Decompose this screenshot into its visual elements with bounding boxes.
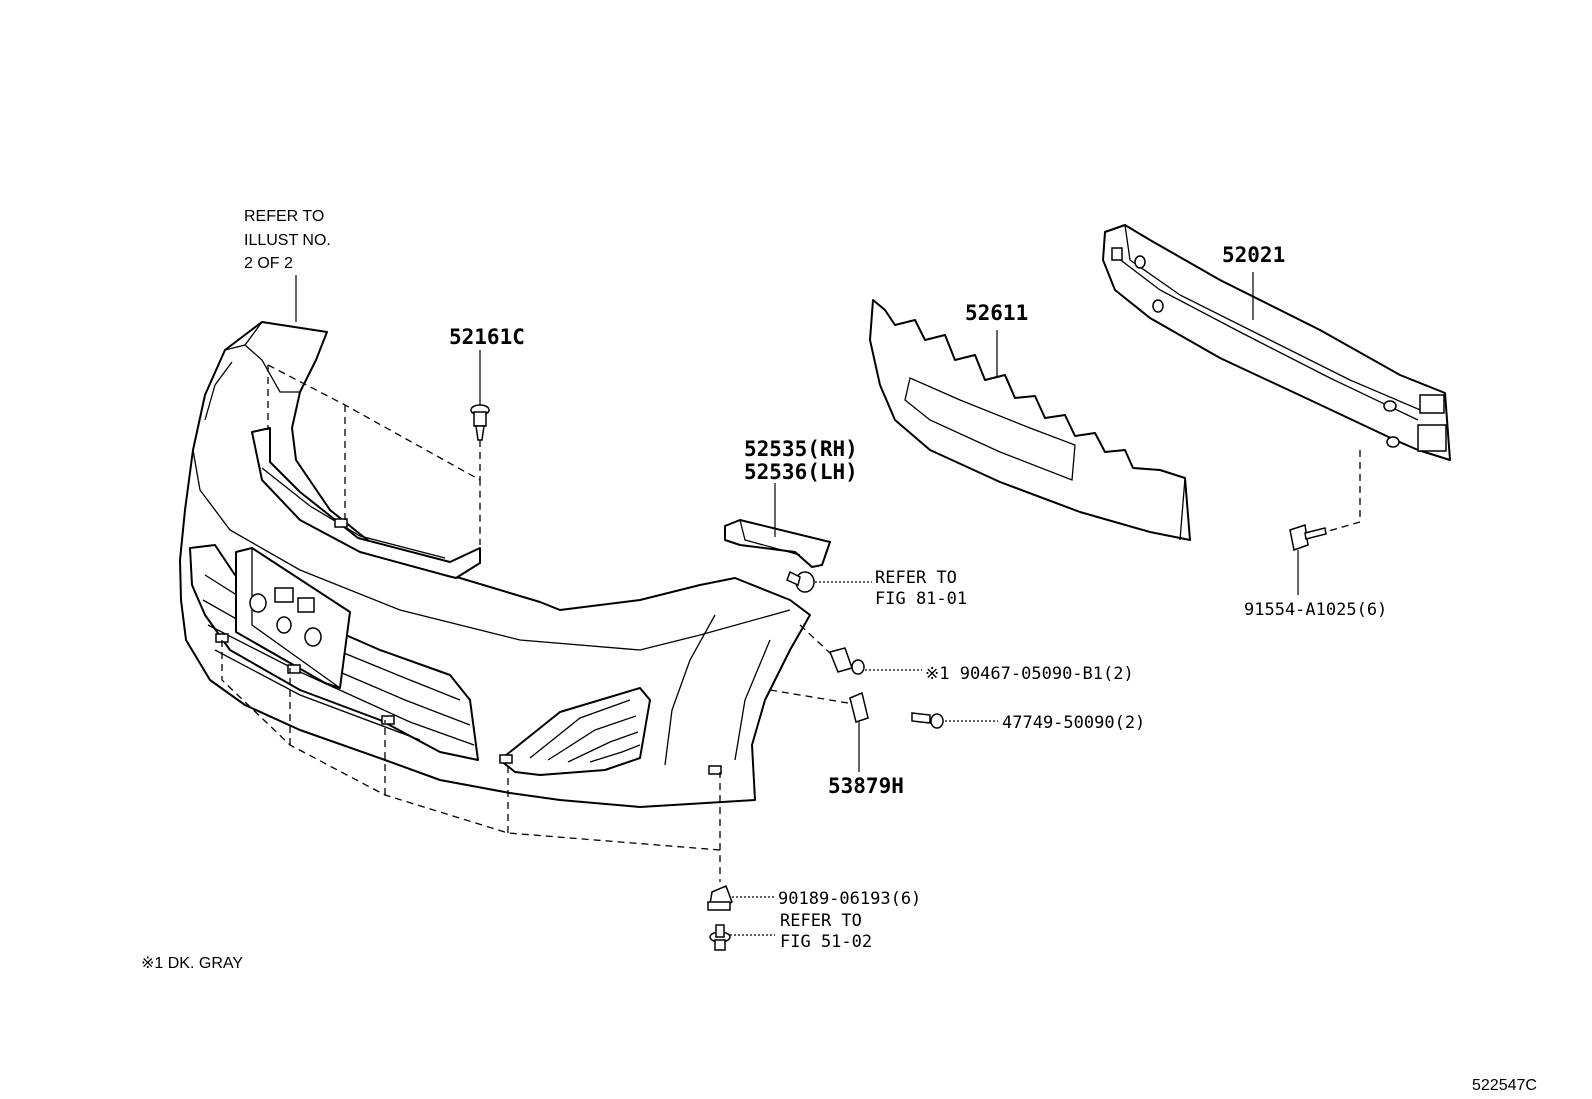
energy-absorber [869,299,1191,541]
refer-fig51-line2: FIG 51-02 [780,932,872,952]
refer-fig81-line2: FIG 81-01 [875,589,967,609]
bumper-reinforcement [1102,224,1451,461]
bolt-bracket [786,570,815,593]
label-53879h: 53879H [828,774,904,798]
label-52021: 52021 [1222,243,1285,267]
clip-90467 [828,647,865,675]
label-47749: 47749-50090(2) [1002,713,1145,733]
label-90189: 90189-06193(6) [778,889,921,909]
assembly-lines [221,364,1361,882]
refer-illust-line3: 2 OF 2 [244,255,293,272]
label-52611: 52611 [965,301,1028,325]
labels: REFER TO ILLUST NO. 2 OF 2 52161C 52611 … [141,208,1537,1094]
side-bracket [724,519,831,568]
label-52535: 52535(RH) [744,437,858,461]
leader-lines [295,272,1299,936]
refer-illust-line2: ILLUST NO. [244,232,331,249]
label-52161c: 52161C [449,325,525,349]
refer-fig81-line1: REFER TO [875,568,957,588]
nut-90189 [707,885,733,911]
footnote: ※1 DK. GRAY [141,955,243,972]
refer-fig51-line1: REFER TO [780,911,862,931]
bolt-91554 [1289,524,1327,551]
diagram-code: 522547C [1472,1077,1537,1094]
clip-52161c [470,404,490,441]
bumper-cover [179,321,811,808]
refer-illust-line1: REFER TO [244,208,324,225]
label-91554: 91554-A1025(6) [1244,600,1387,620]
label-52536: 52536(LH) [744,460,858,484]
screw-lower [709,924,731,951]
retainer-53879h [849,691,869,723]
label-90467: ※1 90467-05090-B1(2) [925,664,1134,684]
screw-47749 [911,712,944,729]
